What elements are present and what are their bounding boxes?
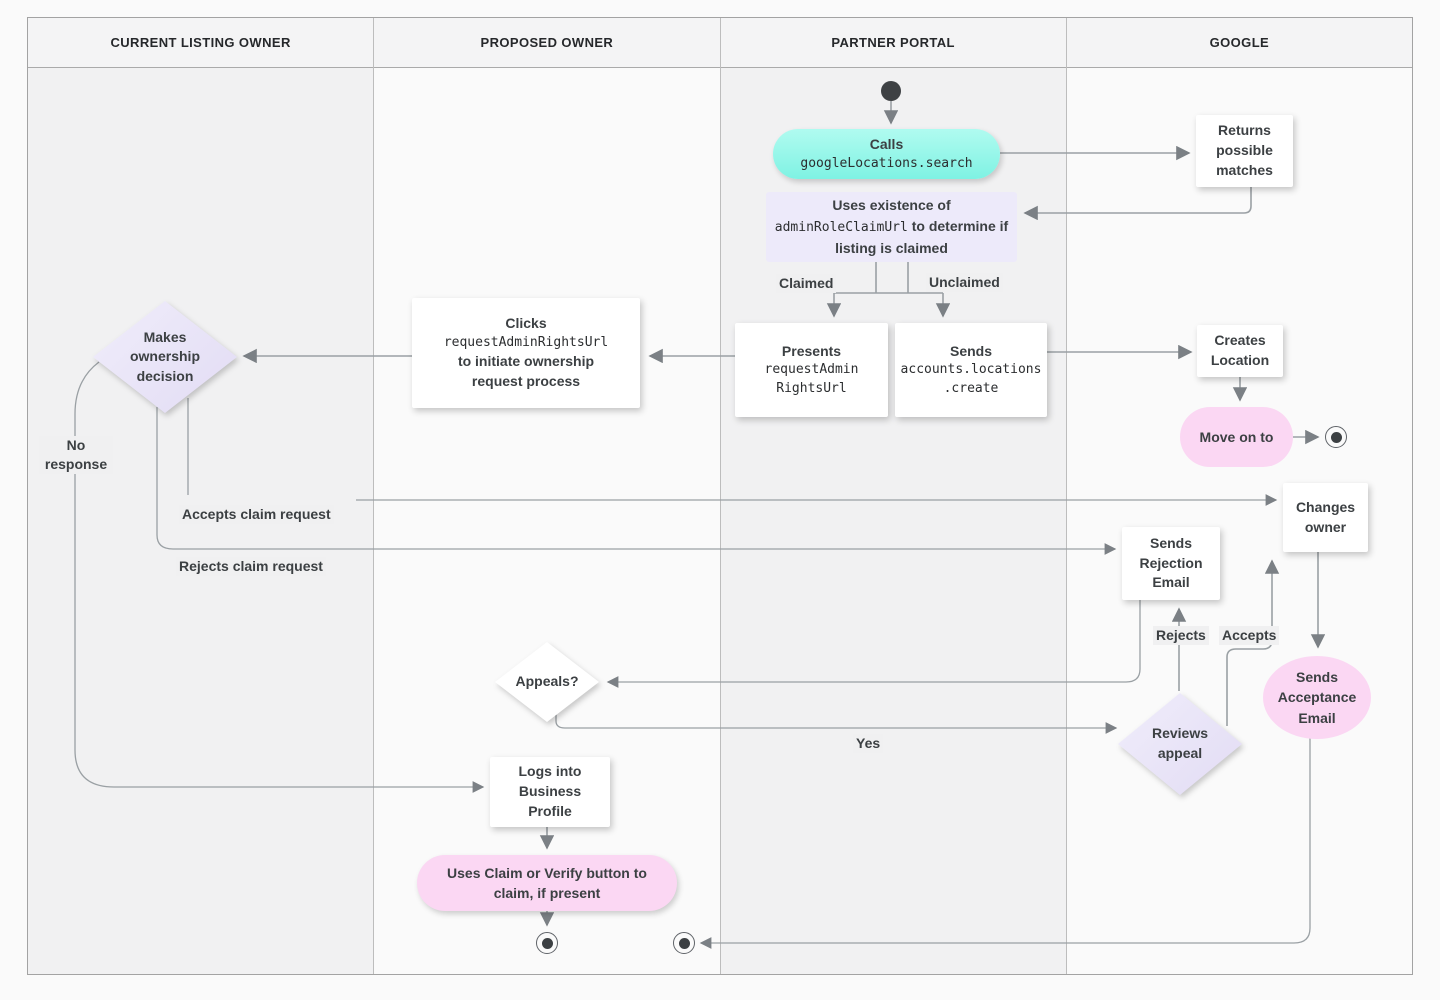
presents-url-node: Presents requestAdmin RightsUrl — [735, 323, 888, 417]
sends-acceptance-node: Sends Acceptance Email — [1263, 656, 1371, 739]
lane-title: PARTNER PORTAL — [831, 35, 955, 50]
node-code: RightsUrl — [776, 380, 847, 396]
unclaimed-label: Unclaimed — [926, 273, 1003, 292]
changes-owner-node: Changes owner — [1283, 483, 1368, 552]
lane-header-partner-portal: PARTNER PORTAL — [720, 18, 1066, 68]
rejects-label: Rejects — [1153, 626, 1209, 645]
node-label: Reviews appeal — [1151, 725, 1209, 761]
lane-body — [374, 68, 720, 974]
reviews-appeal-diamond: Reviews appeal — [1118, 693, 1242, 795]
lane-title: GOOGLE — [1209, 35, 1270, 50]
accepts-claim-label: Accepts claim request — [179, 505, 334, 524]
lane-header-proposed-owner: PROPOSED OWNER — [374, 18, 720, 68]
node-label: Uses Claim or Verify button to claim, if… — [447, 864, 647, 901]
sends-create-node: Sends accounts.locations .create — [895, 323, 1047, 417]
sends-rejection-node: Sends Rejection Email — [1122, 527, 1220, 600]
lane-proposed-owner: PROPOSED OWNER — [374, 18, 721, 974]
node-title: Presents — [781, 342, 842, 359]
end-dot — [678, 937, 690, 949]
returns-matches-node: Returns possible matches — [1196, 115, 1293, 187]
start-node — [881, 81, 901, 101]
node-label: Changes owner — [1295, 498, 1356, 535]
text-post: to determine if listing is claimed — [835, 218, 1009, 256]
node-code: .create — [943, 380, 999, 396]
node-text: Uses existence of adminRoleClaimUrl to d… — [774, 195, 1009, 259]
clicks-url-node: Clicks requestAdminRightsUrl to initiate… — [412, 298, 640, 408]
node-label: Creates Location — [1210, 332, 1270, 368]
ownership-decision-diamond: Makes ownership decision — [93, 301, 237, 413]
logs-in-node: Logs into Business Profile — [490, 757, 610, 827]
node-label: Logs into Business Profile — [518, 763, 582, 819]
node-code: requestAdminRightsUrl — [443, 334, 609, 350]
creates-location-node: Creates Location — [1197, 325, 1283, 377]
lane-current-listing-owner: CURRENT LISTING OWNER — [28, 18, 375, 974]
end-node-owner — [673, 932, 695, 954]
yes-label: Yes — [853, 734, 884, 753]
node-code: requestAdmin — [764, 362, 859, 378]
node-code: googleLocations.search — [800, 155, 973, 171]
lane-header-google: GOOGLE — [1066, 18, 1412, 68]
claim-verify-node: Uses Claim or Verify button to claim, if… — [417, 855, 677, 911]
node-label: Returns possible matches — [1216, 122, 1273, 178]
text-pre: Clicks — [505, 314, 547, 331]
appeals-diamond: Appeals? — [495, 642, 599, 722]
node-title: Calls — [869, 136, 904, 153]
uses-existence-node: Uses existence of adminRoleClaimUrl to d… — [766, 192, 1017, 262]
node-title: Sends — [949, 342, 992, 359]
move-on-node: Move on to — [1180, 407, 1293, 467]
no-response-label: No response — [39, 436, 113, 474]
end-dot — [541, 937, 553, 949]
node-label: Makes ownership decision — [129, 328, 200, 384]
calls-search-node: Calls googleLocations.search — [773, 129, 1000, 179]
lane-header-current-listing-owner: CURRENT LISTING OWNER — [28, 18, 374, 68]
text-post: to initiate ownership request process — [457, 353, 595, 390]
lane-title: PROPOSED OWNER — [480, 35, 614, 50]
node-label: Sends Acceptance Email — [1277, 669, 1357, 726]
text-pre: Uses existence of — [832, 197, 951, 214]
text-code: adminRoleClaimUrl — [774, 220, 908, 236]
claimed-label: Claimed — [776, 274, 837, 293]
node-label: Sends Rejection Email — [1139, 534, 1203, 591]
node-code: accounts.locations — [900, 362, 1042, 378]
rejects-claim-label: Rejects claim request — [176, 557, 326, 576]
accepts-label: Accepts — [1219, 626, 1280, 645]
end-dot — [1330, 431, 1342, 443]
lane-title: CURRENT LISTING OWNER — [110, 35, 291, 50]
node-label: Appeals? — [515, 673, 579, 690]
node-label: Move on to — [1199, 428, 1274, 445]
end-node-create — [1325, 426, 1347, 448]
end-node-claim — [536, 932, 558, 954]
